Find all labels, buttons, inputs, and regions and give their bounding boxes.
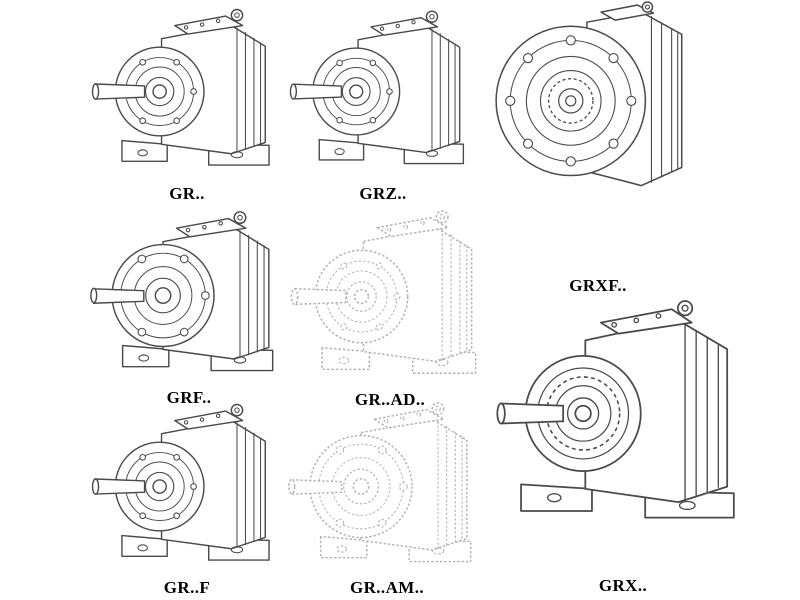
gearbox-drawing-gr-am-phantom: [286, 398, 488, 576]
product-label-grxf: GRXF..: [569, 276, 627, 295]
product-label-gr-am: GR..AM..: [349, 578, 425, 597]
gearbox-drawing-gr: [88, 2, 286, 182]
product-figure-gr-am: GR..AM..: [286, 398, 488, 598]
product-label-grz: GRZ..: [359, 184, 407, 203]
product-label-grx: GRX..: [598, 576, 648, 595]
gearbox-drawing-grf: [88, 206, 290, 386]
product-figure-grz: GRZ..: [286, 2, 480, 204]
product-figure-grxf: GRXF..: [482, 0, 714, 296]
product-figure-grf: GRF..: [88, 206, 290, 408]
product-figure-grx: GRX..: [490, 296, 756, 596]
product-figure-gr-f: GR..F: [88, 398, 286, 598]
gearbox-drawing-grxf: [482, 0, 714, 274]
product-label-gr-f: GR..F: [163, 578, 211, 597]
gearbox-drawing-gr-ad-phantom: [286, 206, 494, 388]
product-label-gr-ad: GR..AD..: [354, 390, 426, 409]
gearbox-drawing-gr-f: [88, 398, 286, 576]
product-label-gr: GR..: [169, 184, 205, 203]
product-figure-gr: GR..: [88, 2, 286, 204]
gearbox-drawing-grx: [490, 296, 756, 574]
gearbox-drawing-grz: [286, 2, 480, 182]
product-figure-gr-ad: GR..AD..: [286, 206, 494, 410]
product-label-grf: GRF..: [166, 388, 212, 407]
